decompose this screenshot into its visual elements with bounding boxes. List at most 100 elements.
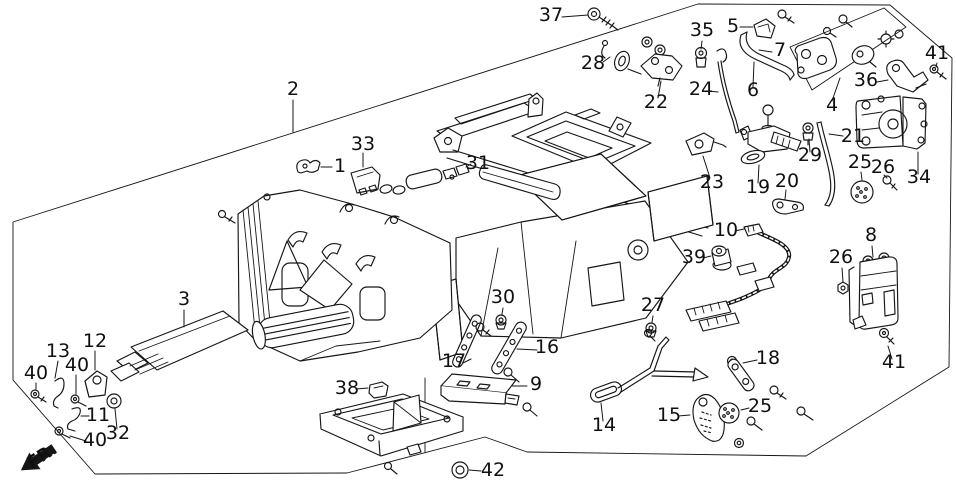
part-label-40: 40 [65, 354, 89, 376]
part-41-screw-top [929, 64, 947, 80]
misc-screws-bottom-right [733, 385, 814, 449]
leader-line-10 [734, 228, 745, 232]
part-label-7: 7 [774, 39, 786, 61]
part-label-9: 9 [530, 373, 542, 395]
part-label-10: 10 [714, 219, 738, 241]
part-label-38: 38 [335, 377, 359, 399]
part-16-strap [491, 321, 527, 375]
part-label-40: 40 [24, 362, 48, 384]
leader-line-24 [708, 90, 719, 93]
leader-line-6 [752, 61, 755, 88]
part-label-8: 8 [865, 224, 877, 246]
part-label-42: 42 [481, 459, 505, 481]
part-35-fastener [694, 46, 708, 68]
part-label-15: 15 [657, 404, 681, 426]
part-34-actuator-motor [855, 95, 928, 150]
part-37-bolt [587, 7, 619, 31]
leader-line-41 [935, 62, 938, 68]
part-32-washer [106, 393, 122, 409]
part-label-13: 13 [46, 340, 70, 362]
part-12-bracket [84, 370, 108, 398]
part-30-nut [495, 314, 507, 330]
leader-line-17 [462, 358, 472, 364]
part-label-5: 5 [727, 15, 739, 37]
part-38-clip [368, 381, 389, 399]
part-25-disc-bottom [718, 402, 740, 424]
part-label-33: 33 [351, 133, 375, 155]
leader-line-4 [831, 77, 841, 102]
part-label-4: 4 [826, 94, 838, 116]
part-label-24: 24 [689, 78, 713, 100]
leader-line-38 [355, 387, 369, 390]
part-label-39: 39 [682, 246, 706, 268]
part-label-29: 29 [798, 144, 822, 166]
part-label-30: 30 [491, 286, 515, 308]
part-label-28: 28 [581, 52, 605, 74]
part-label-3: 3 [178, 288, 190, 310]
part-label-23: 23 [700, 171, 724, 193]
part-28-clip [601, 36, 666, 75]
fr-direction-indicator: FR. [20, 439, 61, 473]
heater-lower-case [319, 377, 464, 475]
part-11-clip [66, 407, 81, 432]
leader-line-14 [600, 402, 604, 422]
part-label-19: 19 [746, 176, 770, 198]
leader-line-22 [657, 80, 662, 99]
part-label-32: 32 [106, 422, 130, 444]
part-1-clip [296, 159, 321, 174]
leader-line-41 [887, 345, 893, 360]
leader-line-26 [883, 174, 888, 179]
leader-line-23 [702, 155, 711, 179]
part-36-clamp [886, 59, 929, 93]
part-label-37: 37 [539, 4, 563, 26]
part-9-control-unit [440, 373, 520, 406]
part-label-20: 20 [775, 170, 799, 192]
part-label-2: 2 [287, 78, 299, 100]
part-33-sensor [350, 166, 406, 196]
leader-line-40 [69, 435, 87, 442]
leader-line-26 [841, 267, 844, 283]
leader-line-21 [828, 133, 844, 137]
part-label-11: 11 [86, 404, 110, 426]
part-label-36: 36 [854, 69, 878, 91]
heater-unit-top-frame [433, 92, 652, 172]
part-27-nut [645, 322, 657, 338]
leader-line-28 [602, 56, 611, 63]
part-label-12: 12 [83, 330, 107, 352]
part-label-25: 25 [848, 151, 872, 173]
leader-line-42 [468, 469, 482, 472]
leader-line-7 [758, 49, 773, 53]
heater-upper-case [217, 189, 453, 362]
part-label-34: 34 [907, 166, 931, 188]
part-22-bracket [640, 53, 683, 87]
leader-line-13 [54, 360, 59, 379]
part-label-22: 22 [644, 91, 668, 113]
leader-line-30 [501, 307, 504, 315]
part-5-clamp [753, 9, 795, 39]
leader-line-31 [465, 163, 472, 168]
part-18-link [726, 355, 755, 392]
leader-line-25 [860, 171, 863, 181]
part-label-27: 27 [641, 294, 665, 316]
leader-line-37 [561, 14, 589, 18]
part-label-26: 26 [829, 246, 853, 268]
misc-screws-center [475, 322, 538, 417]
part-4-valve-subassembly [789, 7, 907, 91]
leader-line-32 [114, 408, 118, 430]
leader-line-18 [742, 359, 758, 364]
part-20-link-plate [772, 198, 804, 215]
leader-line-15 [677, 414, 691, 417]
diagram-border [12, 3, 953, 475]
part-8-actuator-motor [848, 252, 899, 330]
part-label-35: 35 [690, 19, 714, 41]
part-label-26: 26 [871, 156, 895, 178]
part-26-screw-top [882, 175, 898, 191]
part-26-nut-right [837, 281, 849, 295]
leader-line-19 [757, 164, 760, 184]
part-label-21: 21 [841, 125, 865, 147]
part-label-14: 14 [592, 414, 616, 436]
part-39-resistor [711, 245, 732, 271]
